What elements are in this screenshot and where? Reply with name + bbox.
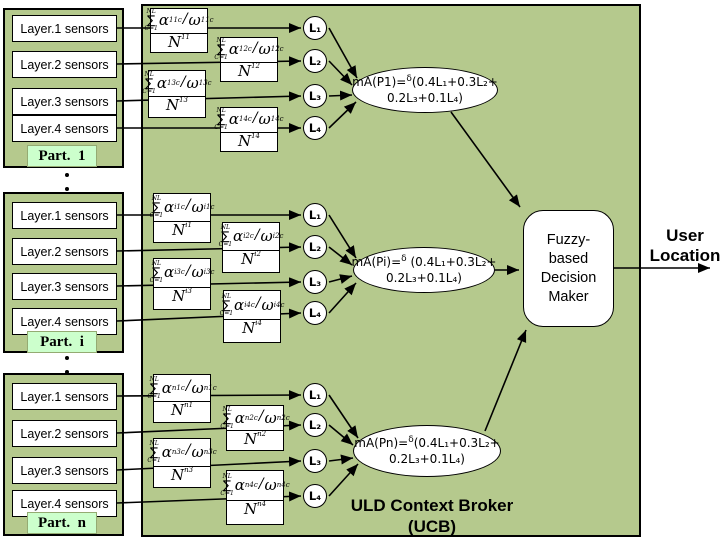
- part-1-label: Part. 1: [27, 145, 97, 167]
- ellipse-formula-line2: 0.2L₃+0.1L₄): [389, 452, 465, 466]
- user-location-line2: Location: [649, 246, 721, 265]
- part1-layer1-sensors-box: Layer.1 sensors: [12, 15, 117, 42]
- fuzzy-label-line3: Decision: [540, 269, 597, 286]
- part1-l2-node: L₂: [303, 49, 327, 73]
- ucb-title: ULD Context Broker (UCB): [332, 495, 532, 537]
- parti-layer1-sensors-box: Layer.1 sensors: [12, 202, 117, 229]
- user-location-line1: User: [666, 226, 704, 245]
- parti-layer3-sensors-box: Layer.3 sensors: [12, 273, 117, 300]
- user-location-label: User Location: [645, 226, 725, 266]
- part1-l1-node: L₁: [303, 16, 327, 40]
- ellipse-formula-line2: 0.2L₃+0.1L₄): [386, 271, 462, 285]
- parti-l3-node: L₃: [303, 270, 327, 294]
- part1-layer4-sensors-box: Layer.4 sensors: [12, 115, 117, 142]
- aggregation-ellipse-partn: mA(Pn)=δ(0.4L₁+0.3L₂+ 0.2L₃+0.1L₄): [353, 425, 501, 477]
- fuzzy-label-line4: Maker: [548, 288, 589, 305]
- partn-l3-node: L₃: [303, 449, 327, 473]
- parti-l2-node: L₂: [303, 235, 327, 259]
- partn-l1-node: L₁: [303, 383, 327, 407]
- fuzzy-label-line2: based: [548, 250, 589, 267]
- partn-l2-node: L₂: [303, 413, 327, 437]
- partn-l4-node: L₄: [303, 484, 327, 508]
- fuzzy-decision-maker-box: Fuzzy- based Decision Maker: [523, 210, 614, 327]
- part1-layer3-sensors-box: Layer.3 sensors: [12, 88, 117, 115]
- parti-layer4-sensors-box: Layer.4 sensors: [12, 308, 117, 335]
- fuzzy-label-line1: Fuzzy-: [546, 231, 591, 248]
- part1-l3-node: L₃: [303, 84, 327, 108]
- ucb-title-line2: (UCB): [407, 517, 457, 536]
- partn-layer2-sensors-box: Layer.2 sensors: [12, 420, 117, 447]
- aggregation-ellipse-parti: mA(Pi)=δ (0.4L₁+0.3L₂+ 0.2L₃+0.1L₄): [351, 247, 497, 293]
- ellipse-formula-line2: 0.2L₃+0.1L₄): [387, 91, 463, 105]
- ellipse-formula-line1: mA(Pi)=δ (0.4L₁+0.3L₂+: [351, 254, 497, 270]
- partn-layer1-sensors-box: Layer.1 sensors: [12, 383, 117, 410]
- part-i-label: Part. i: [27, 331, 97, 353]
- parti-l1-node: L₁: [303, 203, 327, 227]
- aggregation-ellipse-part1: mA(P1)=δ(0.4L₁+0.3L₂+ 0.2L₃+0.1L₄): [352, 67, 498, 113]
- part-n-label: Part. n: [27, 512, 97, 534]
- partn-layer3-sensors-box: Layer.3 sensors: [12, 457, 117, 484]
- parti-layer2-sensors-box: Layer.2 sensors: [12, 238, 117, 265]
- ellipse-formula-line1: mA(Pn)=δ(0.4L₁+0.3L₂+: [354, 435, 500, 451]
- ellipse-formula-line1: mA(P1)=δ(0.4L₁+0.3L₂+: [352, 74, 498, 90]
- part1-l4-node: L₄: [303, 116, 327, 140]
- ucb-title-line1: ULD Context Broker: [350, 496, 514, 515]
- parti-l4-node: L₄: [303, 301, 327, 325]
- part1-layer2-sensors-box: Layer.2 sensors: [12, 51, 117, 78]
